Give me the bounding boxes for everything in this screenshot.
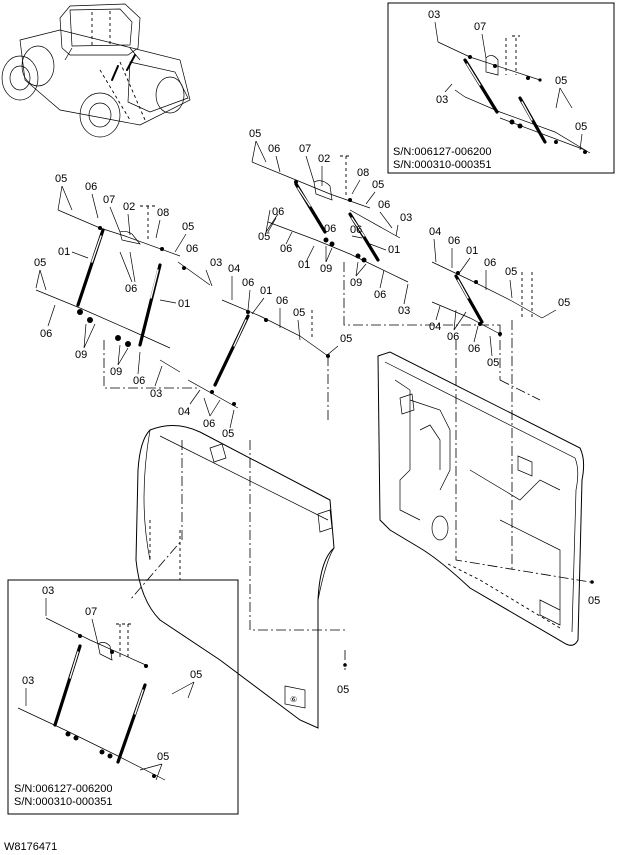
callout-05: 05 bbox=[190, 669, 202, 681]
callout-01: 01 bbox=[388, 244, 400, 256]
callout-01: 01 bbox=[260, 285, 272, 297]
middle-stay-assembly: 04 06 01 06 05 05 04 06 05 bbox=[178, 263, 352, 440]
callout-03: 03 bbox=[22, 675, 34, 687]
outer-door-panel: ⑥ bbox=[135, 425, 335, 729]
svg-text:⑥: ⑥ bbox=[290, 695, 297, 704]
callout-07: 07 bbox=[474, 21, 486, 33]
callout-09: 09 bbox=[110, 366, 122, 378]
callout-05: 05 bbox=[555, 75, 567, 87]
callout-05: 05 bbox=[249, 128, 261, 140]
callout-05: 05 bbox=[222, 428, 234, 440]
callout-06: 06 bbox=[280, 243, 292, 255]
callout-09: 09 bbox=[320, 263, 332, 275]
callout-06: 06 bbox=[186, 243, 198, 255]
right-stay-assembly: 04 06 01 06 05 05 04 06 06 05 bbox=[429, 226, 570, 369]
callout-07: 07 bbox=[299, 143, 311, 155]
callout-03: 03 bbox=[42, 585, 54, 597]
callout-03: 03 bbox=[210, 257, 222, 269]
callout-01: 01 bbox=[298, 259, 310, 271]
serial-range-1: S/N:006127-006200 bbox=[393, 146, 491, 158]
callout-03: 03 bbox=[150, 388, 162, 400]
callout-09: 09 bbox=[75, 349, 87, 361]
callout-06: 06 bbox=[324, 223, 336, 235]
callout-06: 06 bbox=[85, 181, 97, 193]
callout-06: 06 bbox=[272, 206, 284, 218]
callout-07: 07 bbox=[85, 606, 97, 618]
callout-06: 06 bbox=[374, 289, 386, 301]
serial-range-2: S/N:000310-000351 bbox=[14, 796, 112, 808]
callout-01: 01 bbox=[466, 245, 478, 257]
inset-top-right: 03 07 03 05 05 S/N:006127-006200 S/N:000… bbox=[387, 2, 615, 174]
callout-02: 02 bbox=[123, 201, 135, 213]
callout-06: 06 bbox=[350, 224, 362, 236]
callout-05: 05 bbox=[337, 684, 349, 696]
callout-05: 05 bbox=[258, 231, 270, 243]
callout-05: 05 bbox=[34, 257, 46, 269]
inset-bottom-left: 03 07 03 05 05 S/N:006127-006200 S/N:000… bbox=[7, 579, 239, 815]
callout-06: 06 bbox=[378, 199, 390, 211]
callout-03: 03 bbox=[428, 9, 440, 21]
callout-04: 04 bbox=[228, 263, 240, 275]
callout-06: 06 bbox=[448, 235, 460, 247]
callout-01: 01 bbox=[178, 298, 190, 310]
left-stay-assembly: 05 06 07 02 08 05 06 03 01 06 01 05 06 bbox=[34, 173, 222, 400]
machine-thumbnail bbox=[1, 3, 191, 138]
inner-door-panel bbox=[377, 351, 585, 646]
callout-05: 05 bbox=[182, 221, 194, 233]
callout-06: 06 bbox=[276, 295, 288, 307]
callout-06: 06 bbox=[125, 283, 137, 295]
callout-02: 02 bbox=[318, 153, 330, 165]
callout-05: 05 bbox=[487, 357, 499, 369]
callout-06: 06 bbox=[242, 277, 254, 289]
callout-06: 06 bbox=[40, 328, 52, 340]
callout-04: 04 bbox=[178, 406, 190, 418]
callout-04: 04 bbox=[429, 226, 441, 238]
callout-05: 05 bbox=[293, 307, 305, 319]
drawing-number: W8176471 bbox=[4, 841, 57, 853]
callout-08: 08 bbox=[157, 207, 169, 219]
callout-06: 06 bbox=[468, 343, 480, 355]
callout-05: 05 bbox=[157, 751, 169, 763]
callout-03: 03 bbox=[400, 212, 412, 224]
upper-middle-assembly: 05 06 07 02 08 05 06 03 06 01 06 05 06 0… bbox=[249, 128, 412, 317]
callout-05: 05 bbox=[340, 333, 352, 345]
serial-range-2: S/N:000310-000351 bbox=[393, 159, 491, 171]
callout-05: 05 bbox=[55, 173, 67, 185]
callout-07: 07 bbox=[103, 194, 115, 206]
callout-04: 04 bbox=[429, 321, 441, 333]
callout-06: 06 bbox=[203, 418, 215, 430]
callout-06: 06 bbox=[484, 257, 496, 269]
callout-08: 08 bbox=[357, 167, 369, 179]
callout-06: 06 bbox=[447, 331, 459, 343]
callout-05: 05 bbox=[372, 179, 384, 191]
callout-01: 01 bbox=[58, 246, 70, 258]
callout-09: 09 bbox=[350, 277, 362, 289]
callout-06: 06 bbox=[133, 375, 145, 387]
callout-03: 03 bbox=[436, 94, 448, 106]
serial-range-1: S/N:006127-006200 bbox=[14, 783, 112, 795]
leader-lines: 05 05 bbox=[103, 262, 600, 696]
callout-05: 05 bbox=[575, 121, 587, 133]
callout-05: 05 bbox=[558, 297, 570, 309]
callout-03: 03 bbox=[398, 305, 410, 317]
callout-06: 06 bbox=[268, 143, 280, 155]
callout-05: 05 bbox=[505, 266, 517, 278]
callout-05: 05 bbox=[588, 595, 600, 607]
